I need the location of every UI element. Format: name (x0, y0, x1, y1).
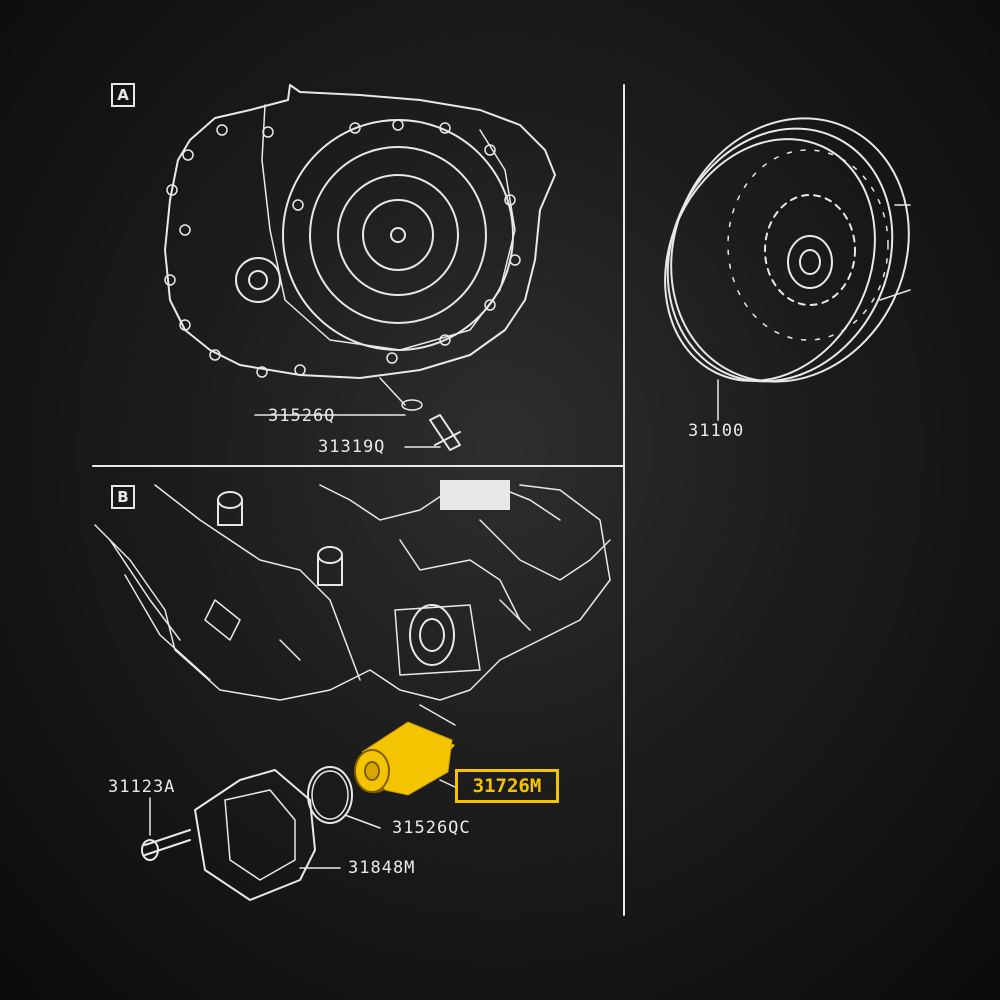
part-label-torque-converter[interactable]: 31100 (688, 421, 745, 441)
section-a-marker: A (111, 83, 135, 107)
part-label-filter-highlighted[interactable]: 31726M (455, 769, 559, 803)
part-label-cover[interactable]: 31848M (348, 858, 416, 878)
torque-converter-drawing (664, 117, 911, 421)
filter-drawing (354, 721, 456, 796)
cover-assembly-drawing (141, 766, 381, 901)
part-label-bolt-a[interactable]: 31319Q (318, 437, 386, 457)
transmission-case-drawing (94, 480, 611, 726)
part-label-gasket[interactable]: 31526Q (268, 406, 336, 426)
section-b-marker: B (111, 485, 135, 509)
part-label-bolt-b[interactable]: 31123A (108, 777, 176, 797)
transmission-housing-drawing (164, 84, 556, 451)
part-label-o-ring[interactable]: 31526QC (392, 818, 471, 838)
